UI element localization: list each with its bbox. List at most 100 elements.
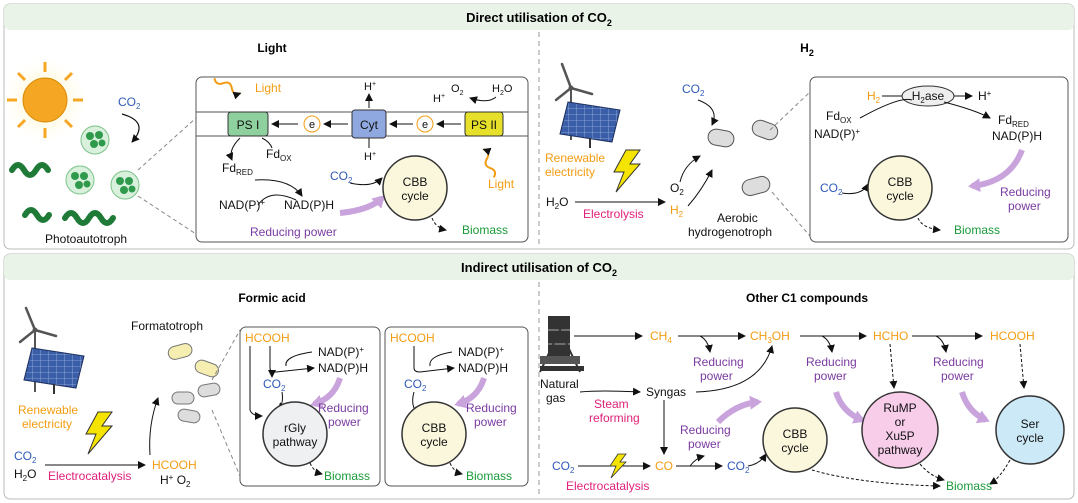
ps2-box [464,111,504,137]
light-biomass-arrow [431,217,447,233]
formic-hcooh-label: HCOOH [152,458,197,472]
light-right-label: Light [488,177,515,191]
ps2-h2o: H2O [492,83,513,97]
hcho-assimilation-arrow [889,343,898,389]
rgly-pathway-circle [262,401,328,467]
formic-electrocatalysis-label: Electrocatalysis [48,469,131,483]
c1-electrocatalysis-label: Electrocatalysis [566,479,649,493]
or-label: or [895,415,906,429]
rump-label: RuMP [883,401,916,415]
formatotroph-label: Formatotroph [131,319,203,333]
co2-uptake-arrow [121,113,140,143]
h2-h2o-label: H2O [546,195,568,211]
c1-cbb-co2: CO2 [727,459,750,475]
syngas-to-ch3oh-arrow [695,345,775,393]
formic-cbb-fdh-arrow [413,346,455,373]
hcho-label: HCHO [873,329,908,343]
formic-zoom-line-top [211,329,241,381]
formic-cbb-biomass-arrow [449,462,463,477]
h2-co2-arrow [697,99,719,126]
co-label: CO [655,459,673,473]
h2-reducing-arrow [968,148,1025,193]
ps1-box [227,111,269,137]
h2-nadph: NAD(P)H [992,129,1042,143]
ch4-reducing-arrow [699,335,713,353]
h2-fd-red: FdRED [998,113,1029,129]
zoom-line-bottom [137,195,197,235]
solar-panel-icon [23,347,85,394]
ch3oh-reducing-arrow [821,335,835,353]
ps1-to-fdred-arrow [225,137,241,161]
cyt-hplus-top: H+ [364,81,376,93]
h2-title: H2 [800,41,814,58]
sun-icon [3,58,87,142]
light-cycle-label: cycle [401,189,429,203]
lightning-icon [609,453,627,479]
h2ase-label: H2ase [912,89,945,105]
h2-cycle-label: cycle [886,189,914,203]
formic-cbb-reducing-arrow [454,377,487,409]
ps2-label: PS II [471,118,497,132]
electrolysis-label: Electrolysis [583,207,644,221]
formic-renewable-label: Renewable [18,403,78,417]
fd-ox-label: FdOX [266,147,292,163]
light-top-label: Light [255,81,282,95]
water-split-arrow [469,96,497,105]
rgly-pathway-label: pathway [273,435,318,449]
h2-fdox-curve [859,98,913,119]
h2-biomass-arrow [917,217,941,234]
c1-cbb-cycle [762,407,828,473]
c1-cbb-label: CBB [783,427,808,441]
electron-2 [416,115,434,133]
h2ase-hplus: H+ [978,89,992,103]
co-reducing-label: Reducing [680,423,731,437]
nadp-label: NAD(P)+ [219,198,265,212]
h2-zoom-line-top [769,91,811,131]
ps1-label: PS I [237,118,260,132]
electron-1 [303,115,321,133]
o2-arrow [679,155,701,183]
fd-red-label: FdRED [222,161,253,177]
h2-nadp: NAD(P)+ [814,127,860,141]
ser-label: Ser [1021,417,1040,431]
xu5p-label: Xu5P [885,429,914,443]
formic-cbb-label: CBB [422,421,447,435]
fd-cycle-arrow [254,179,303,197]
light-biomass-label: Biomass [462,223,508,237]
c1-co2-fixation [747,453,767,467]
rgly-biomass-label: Biomass [324,469,370,483]
h2-arrow [687,169,713,207]
bacteria-cell-icon [167,343,221,424]
h2-electricity-label: electricity [545,165,595,179]
ch3oh-label: CH3OH [750,329,790,345]
rgly-reducing-label: Reducing [318,401,369,415]
formic-co2-label: CO2 [14,449,37,465]
ch4-reducing-label: Reducing [693,355,744,369]
natural-label: Natural [540,377,579,391]
h2-cbb-co2: CO2 [820,181,843,197]
h2-o2-label: O2 [670,181,684,197]
hcho-reducing-label: Reducing [933,355,984,369]
light-title: Light [257,41,286,55]
ser-cycle-circle [995,395,1065,465]
formic-h2o-label: H2O [14,467,36,483]
ser-cycle-label: cycle [1016,431,1044,445]
h2-cbb-cycle [867,155,933,221]
nadph-label: NAD(P)H [284,198,334,212]
formic-cycle-label: cycle [420,435,448,449]
rgly-reducing-arrow [310,377,343,409]
rump-xu5p-circle [861,391,939,469]
rgly-label: rGly [284,421,306,435]
aerobic-label: Aerobic [717,211,758,225]
photosynthesis-box [195,76,529,243]
indirect-title: Indirect utilisation of CO2 [461,260,617,278]
zoom-line-top [137,117,197,171]
c1-hcooh-label: HCOOH [990,329,1035,343]
rgly-biomass-arrow [309,462,323,477]
reducing-power-arrow [339,195,385,216]
h2-zoom-line-bottom [771,191,811,237]
indirect-header-bar [4,254,1074,280]
ch3oh-power-label: power [814,369,847,383]
c1-biomass-label: Biomass [946,479,992,493]
